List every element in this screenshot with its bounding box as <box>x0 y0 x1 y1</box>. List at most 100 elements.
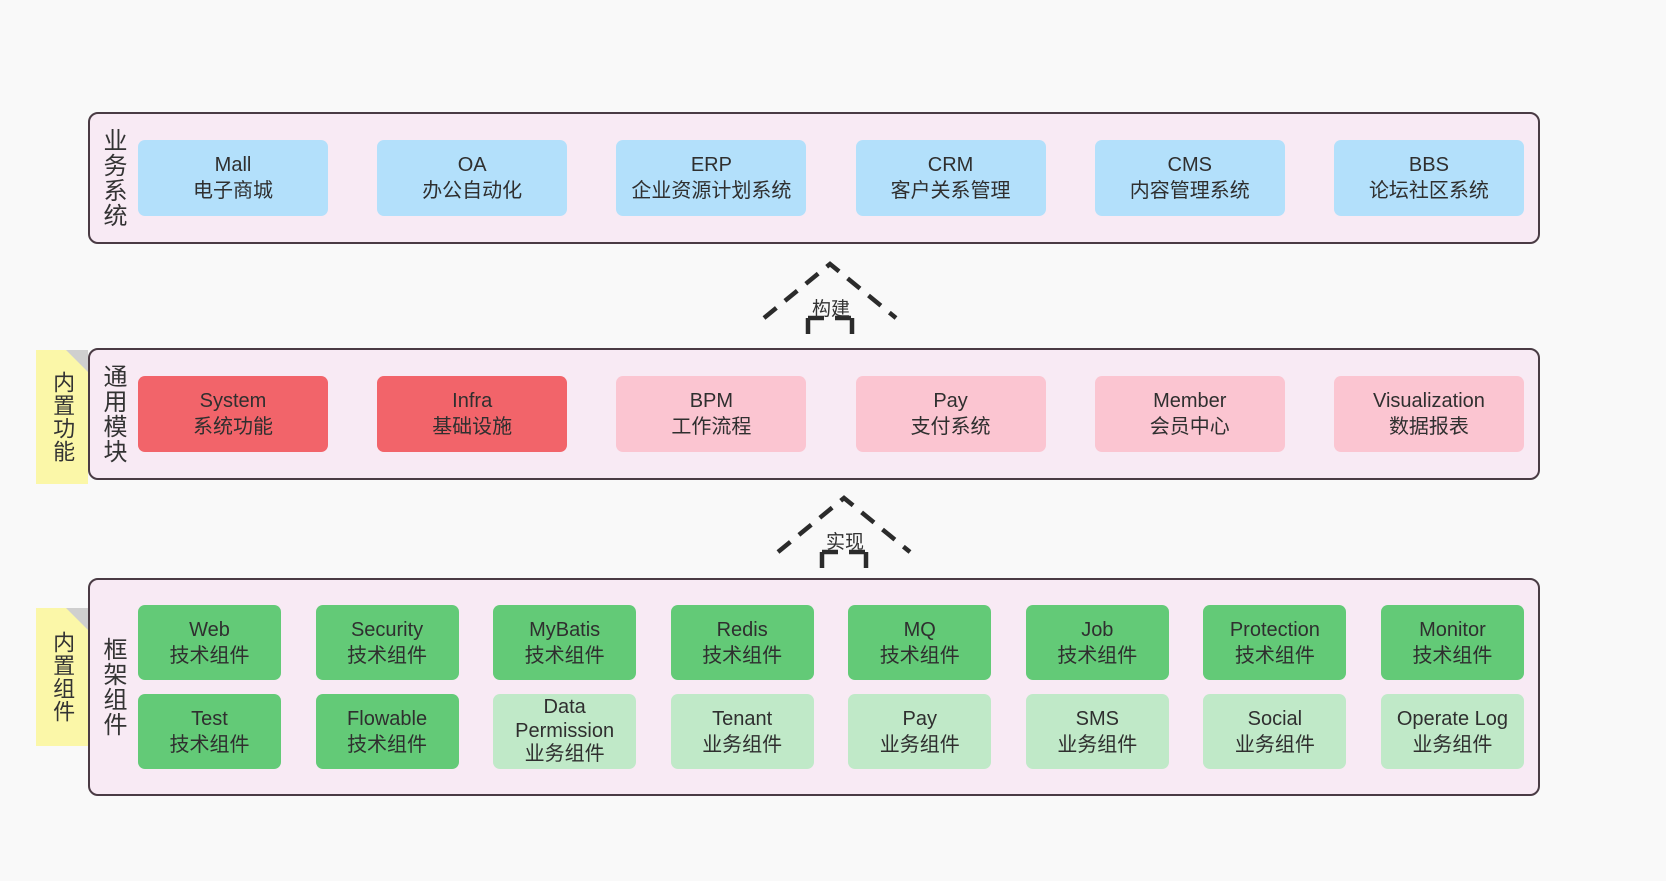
card-oa[interactable]: OA 办公自动化 <box>377 140 568 216</box>
card-subtitle: 技术组件 <box>347 644 428 667</box>
card-subtitle: 业务组件 <box>702 733 783 756</box>
card-subtitle: 技术组件 <box>879 644 960 667</box>
card-subtitle: 技术组件 <box>169 733 250 756</box>
note-builtin-function[interactable]: 内置功能 <box>36 350 88 484</box>
card-subtitle: 业务组件 <box>524 743 605 766</box>
card-subtitle: 数据报表 <box>1388 416 1469 438</box>
card-subtitle: 业务组件 <box>879 733 960 756</box>
layer-body-business-system: Mall 电子商城 OA 办公自动化 ERP 企业资源计划系统 CRM 客户关系… <box>134 114 1538 242</box>
card-subtitle: 内容管理系统 <box>1129 180 1250 202</box>
card-subtitle: 电子商城 <box>193 180 273 202</box>
arrow-implement <box>774 492 914 580</box>
card-erp[interactable]: ERP 企业资源计划系统 <box>616 140 807 216</box>
card-data-permission[interactable]: Data Permission 业务组件 <box>493 694 637 769</box>
card-title: Visualization <box>1372 390 1485 412</box>
card-title: Social <box>1247 707 1303 730</box>
card-title: System <box>199 390 267 412</box>
card-pay[interactable]: Pay 支付系统 <box>855 376 1046 452</box>
card-subtitle: 技术组件 <box>524 644 605 667</box>
card-row: Test 技术组件 Flowable 技术组件 Data Permission … <box>138 694 1524 769</box>
layer-title-business-system: 业务系统 <box>98 128 126 228</box>
card-member[interactable]: Member 会员中心 <box>1094 376 1285 452</box>
card-subtitle: 技术组件 <box>1234 644 1315 667</box>
card-title: Pay <box>902 707 937 730</box>
card-title: MQ <box>903 618 936 641</box>
card-title: Security <box>350 618 424 641</box>
card-row: System 系统功能 Infra 基础设施 BPM 工作流程 Pay 支付系统… <box>138 376 1524 452</box>
card-monitor[interactable]: Monitor 技术组件 <box>1380 605 1524 680</box>
card-visualization[interactable]: Visualization 数据报表 <box>1333 376 1524 452</box>
layer-business-system[interactable]: 业务系统 Mall 电子商城 OA 办公自动化 ERP 企业资源计划系统 CRM… <box>88 112 1540 244</box>
note-fold-corner-icon <box>66 608 88 630</box>
card-protection[interactable]: Protection 技术组件 <box>1203 605 1347 680</box>
card-sms[interactable]: SMS 业务组件 <box>1025 694 1169 769</box>
card-redis[interactable]: Redis 技术组件 <box>670 605 814 680</box>
card-title: Data Permission <box>515 696 615 742</box>
card-title: BBS <box>1408 154 1449 176</box>
layer-body-framework-component: Web 技术组件 Security 技术组件 MyBatis 技术组件 Redi… <box>134 580 1538 794</box>
card-subtitle: 业务组件 <box>1412 733 1493 756</box>
card-title: Redis <box>716 618 768 641</box>
card-subtitle: 系统功能 <box>193 416 273 438</box>
card-title: Tenant <box>712 707 773 730</box>
note-label: 内置组件 <box>50 631 76 723</box>
card-mybatis[interactable]: MyBatis 技术组件 <box>493 605 637 680</box>
layer-title-common-module: 通用模块 <box>98 364 126 464</box>
card-subtitle: 业务组件 <box>1057 733 1138 756</box>
card-row: Mall 电子商城 OA 办公自动化 ERP 企业资源计划系统 CRM 客户关系… <box>138 140 1524 216</box>
card-subtitle: 业务组件 <box>1234 733 1315 756</box>
card-title: MyBatis <box>529 618 601 641</box>
card-title: ERP <box>690 154 732 176</box>
note-builtin-component[interactable]: 内置组件 <box>36 608 88 746</box>
arrow-implement-label: 实现 <box>826 532 865 553</box>
card-subtitle: 论坛社区系统 <box>1368 180 1489 202</box>
note-label: 内置功能 <box>50 371 76 463</box>
card-web[interactable]: Web 技术组件 <box>138 605 281 680</box>
card-title: Mall <box>214 154 252 176</box>
card-cms[interactable]: CMS 内容管理系统 <box>1094 140 1285 216</box>
card-pay-business[interactable]: Pay 业务组件 <box>848 694 992 769</box>
card-subtitle: 会员中心 <box>1149 416 1230 438</box>
arrow-build-label: 构建 <box>812 299 851 320</box>
card-row: Web 技术组件 Security 技术组件 MyBatis 技术组件 Redi… <box>138 605 1524 680</box>
card-title: Web <box>189 618 230 641</box>
card-security[interactable]: Security 技术组件 <box>315 605 459 680</box>
card-mall[interactable]: Mall 电子商城 <box>138 140 328 216</box>
card-subtitle: 技术组件 <box>169 644 250 667</box>
card-subtitle: 支付系统 <box>910 416 991 438</box>
card-title: Operate Log <box>1396 707 1509 730</box>
card-mq[interactable]: MQ 技术组件 <box>848 605 992 680</box>
card-subtitle: 技术组件 <box>1412 644 1493 667</box>
card-system[interactable]: System 系统功能 <box>138 376 328 452</box>
card-title: Monitor <box>1419 618 1486 641</box>
card-title: CMS <box>1167 154 1212 176</box>
card-crm[interactable]: CRM 客户关系管理 <box>855 140 1046 216</box>
note-fold-corner-icon <box>66 350 88 372</box>
card-tenant[interactable]: Tenant 业务组件 <box>670 694 814 769</box>
card-test[interactable]: Test 技术组件 <box>138 694 281 769</box>
card-title: OA <box>457 154 487 176</box>
card-subtitle: 工作流程 <box>671 416 752 438</box>
card-subtitle: 基础设施 <box>432 416 513 438</box>
card-title: Protection <box>1229 618 1320 641</box>
card-subtitle: 技术组件 <box>1057 644 1138 667</box>
layer-framework-component[interactable]: 框架组件 Web 技术组件 Security 技术组件 MyBatis 技术组件… <box>88 578 1540 796</box>
layer-title-framework-component: 框架组件 <box>98 637 126 737</box>
card-flowable[interactable]: Flowable 技术组件 <box>315 694 459 769</box>
card-title: Flowable <box>347 707 428 730</box>
card-title: Pay <box>933 390 968 412</box>
card-title: Infra <box>452 390 493 412</box>
layer-common-module[interactable]: 通用模块 System 系统功能 Infra 基础设施 BPM 工作流程 Pay… <box>88 348 1540 480</box>
card-operate-log[interactable]: Operate Log 业务组件 <box>1380 694 1524 769</box>
card-subtitle: 办公自动化 <box>422 180 523 202</box>
card-title: Member <box>1153 390 1227 412</box>
card-title: SMS <box>1075 707 1119 730</box>
card-bpm[interactable]: BPM 工作流程 <box>616 376 807 452</box>
card-bbs[interactable]: BBS 论坛社区系统 <box>1333 140 1524 216</box>
card-subtitle: 企业资源计划系统 <box>631 180 792 202</box>
card-subtitle: 技术组件 <box>347 733 428 756</box>
card-job[interactable]: Job 技术组件 <box>1025 605 1169 680</box>
card-infra[interactable]: Infra 基础设施 <box>377 376 568 452</box>
card-social[interactable]: Social 业务组件 <box>1203 694 1347 769</box>
